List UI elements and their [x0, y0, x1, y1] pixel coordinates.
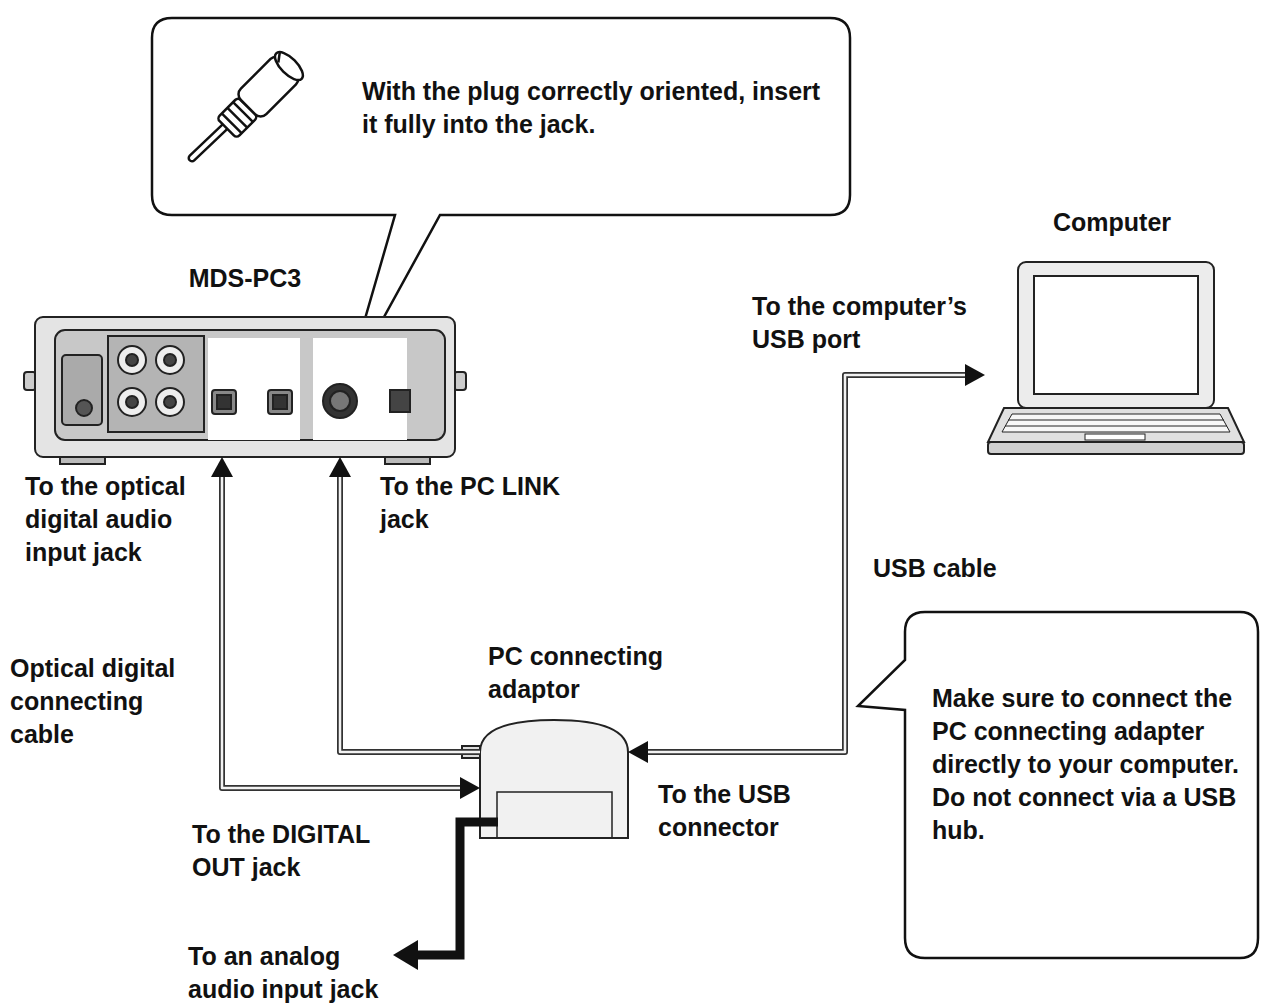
node-text: MDS-PC3: [30, 262, 460, 295]
arrow-head: [460, 777, 480, 799]
plug-icon: [192, 48, 307, 158]
adaptor-heading: PC connecting adaptor: [480, 640, 680, 840]
cable-connector: [329, 457, 480, 752]
callout-label: To the USB connector: [658, 778, 828, 844]
callout-label: To the PC LINK jack: [380, 470, 600, 536]
arrow-head: [329, 457, 351, 477]
callout-label: To the optical digital audio input jack: [25, 470, 205, 569]
device-heading: MDS-PC3: [30, 262, 460, 467]
arrow-head: [628, 741, 648, 763]
node-text: With the plug correctly oriented, insert…: [362, 75, 832, 141]
arrow-head: [965, 364, 985, 386]
callout-label: Optical digital connecting cable: [10, 652, 210, 751]
arrow-head: [211, 457, 233, 477]
callout-label: To the computer’s USB port: [752, 290, 992, 356]
analog-arrow: [393, 822, 498, 970]
md-deck: [24, 317, 466, 464]
callout-label: To an analog audio input jack: [188, 940, 403, 1006]
callout-note: Make sure to connect the PC connecting a…: [905, 612, 1260, 958]
computer-heading: Computer: [985, 206, 1245, 462]
cable-connector: [211, 457, 480, 799]
callout-outline: [858, 612, 1258, 958]
callout-note: With the plug correctly oriented, insert…: [152, 18, 850, 215]
node-text: PC connecting adaptor: [488, 640, 688, 706]
laptop-computer: [985, 262, 1245, 454]
callout-label: To the DIGITAL OUT jack: [192, 818, 392, 884]
node-text: Computer: [1053, 206, 1233, 239]
node-text: Make sure to connect the PC connecting a…: [932, 682, 1247, 847]
callout-label: USB cable: [873, 552, 1033, 585]
